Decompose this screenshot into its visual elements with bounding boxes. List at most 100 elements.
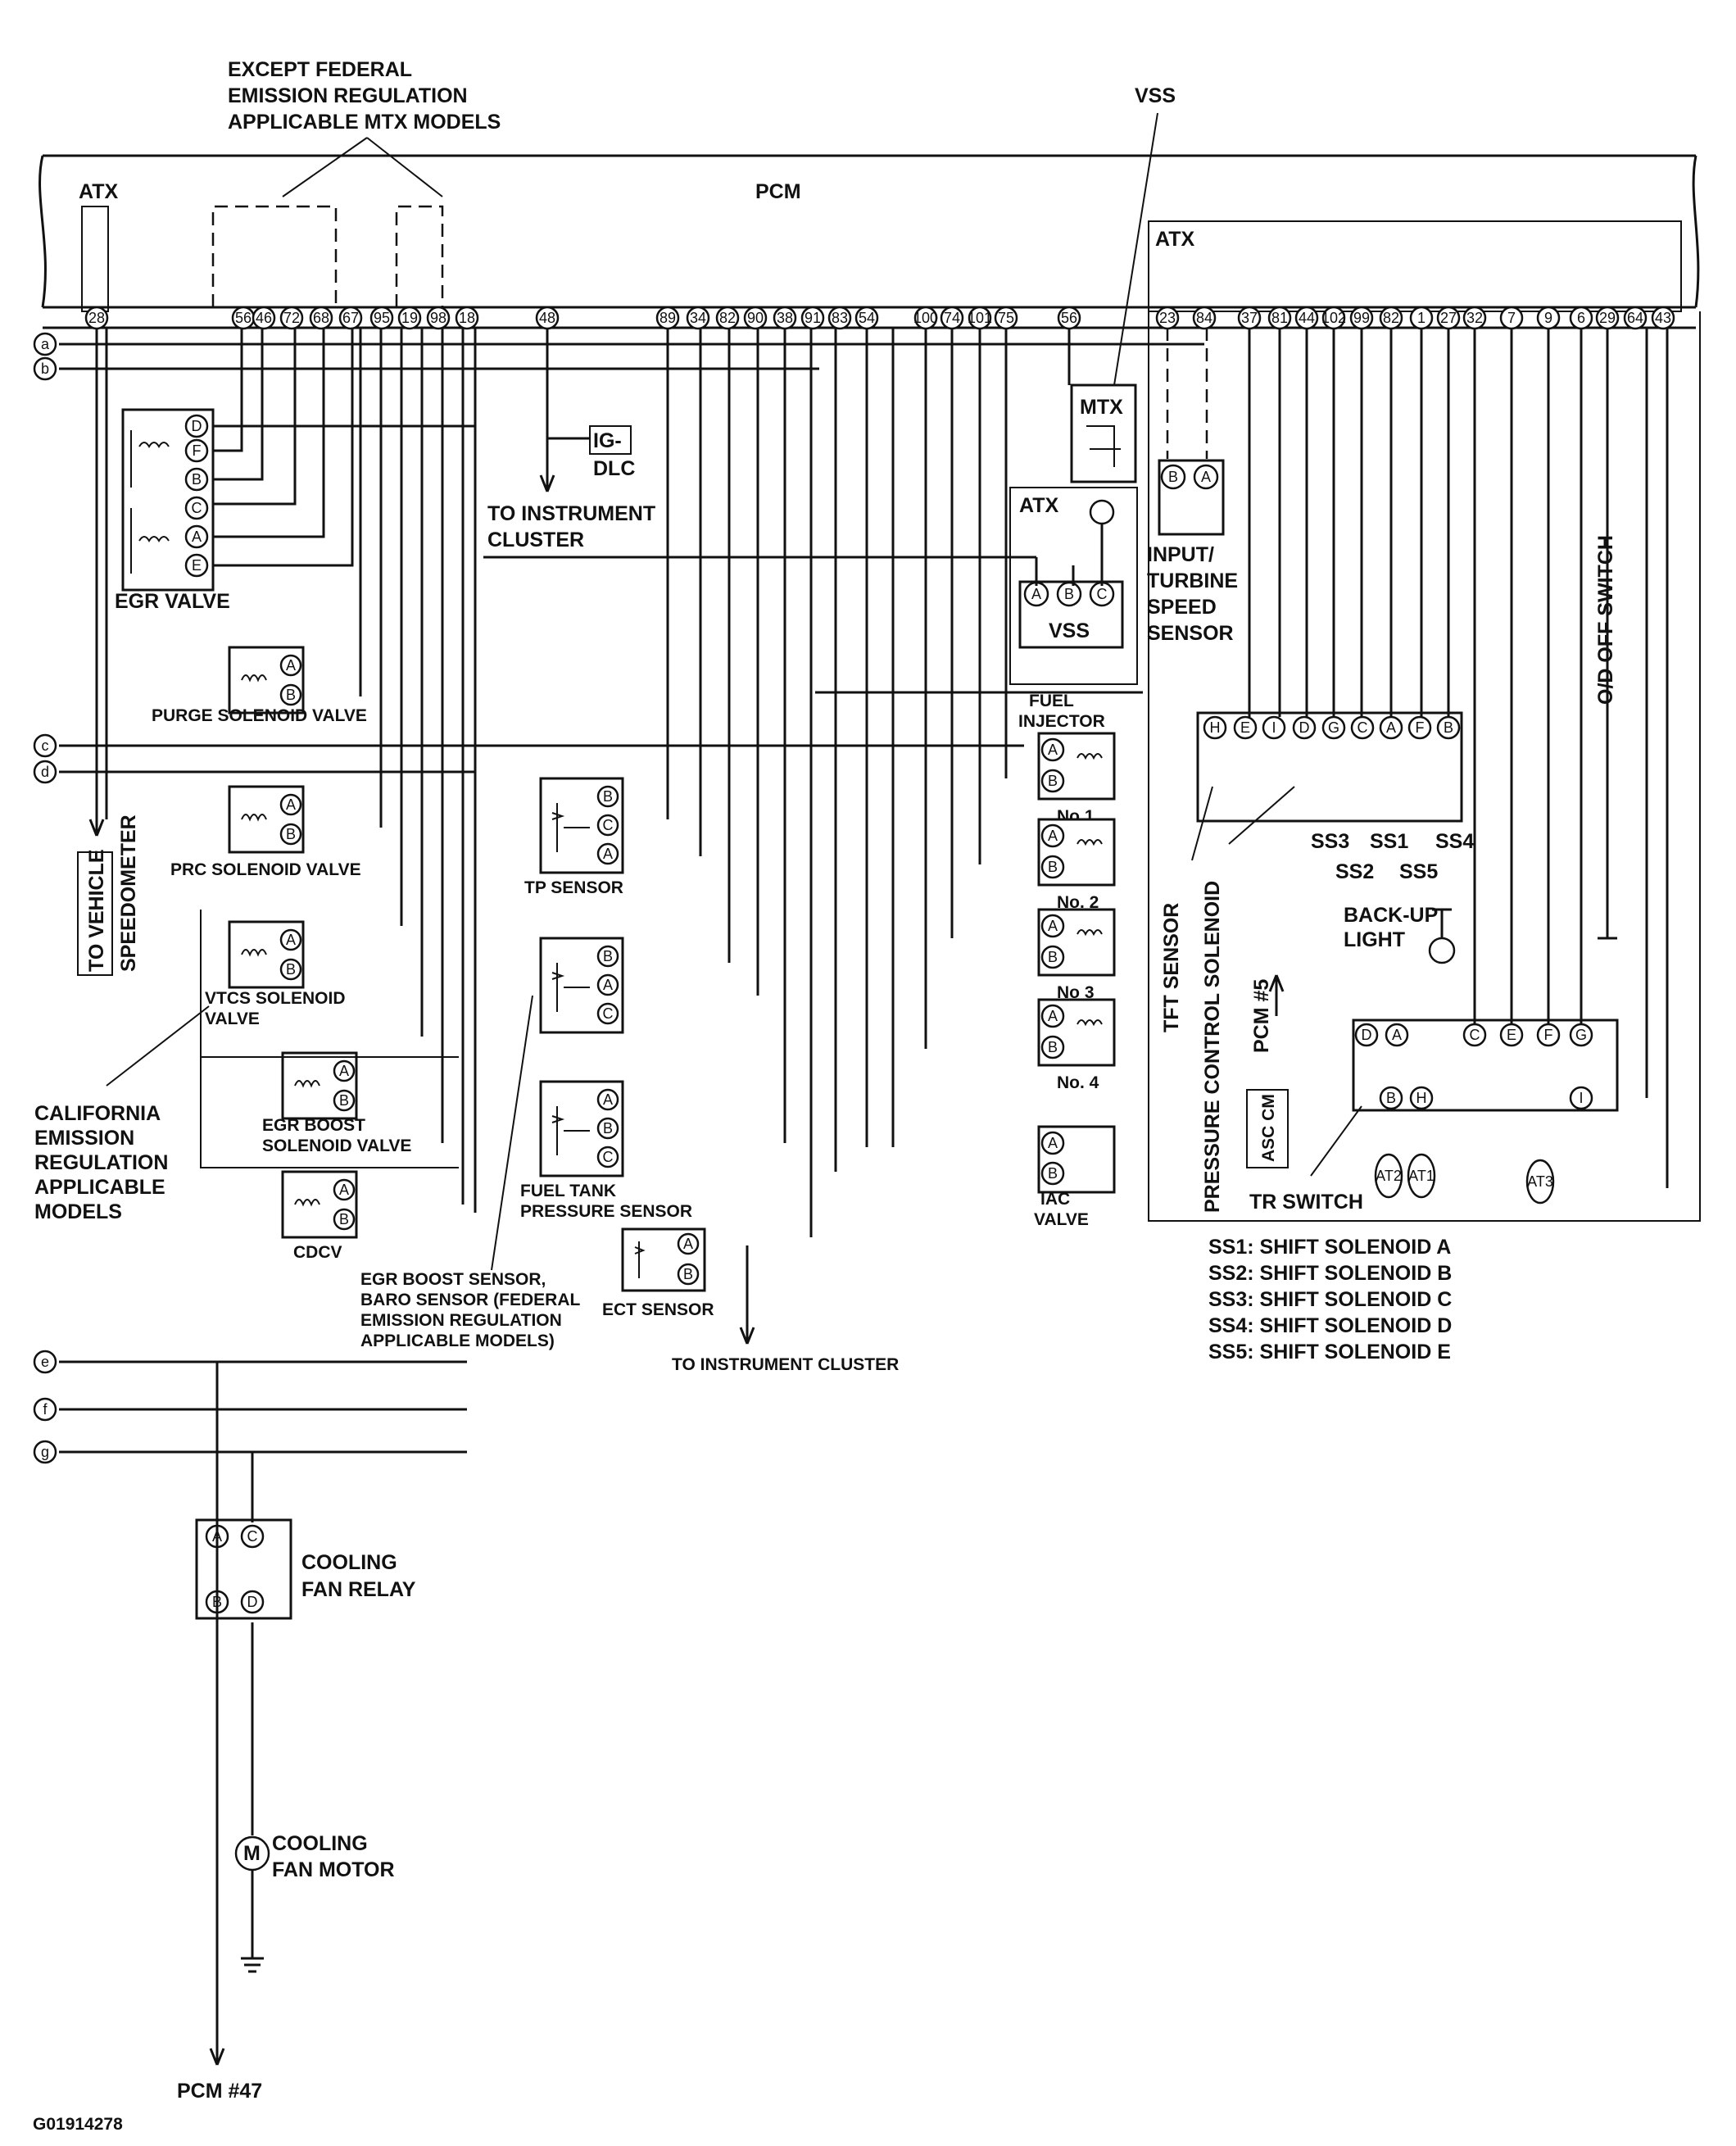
- purge-label: PURGE SOLENOID VALVE: [152, 706, 367, 725]
- svg-text:A: A: [286, 932, 296, 948]
- svg-text:99: 99: [1353, 310, 1370, 326]
- pcm-pin: 37: [1237, 306, 1262, 330]
- egr-boost-sensor: BAC: [539, 937, 624, 1034]
- svg-text:C: C: [603, 1005, 614, 1022]
- atx-left-frame: ATX: [79, 180, 118, 312]
- svg-text:C: C: [247, 1528, 258, 1545]
- svg-text:91: 91: [805, 310, 821, 326]
- svg-text:DLC: DLC: [593, 457, 635, 480]
- pin: B: [279, 823, 302, 846]
- od-off-switch-label: O/D OFF SWITCH: [1594, 535, 1617, 705]
- svg-text:A: A: [1392, 1027, 1402, 1043]
- pin: A: [596, 1088, 619, 1111]
- svg-text:B: B: [1048, 1165, 1058, 1182]
- pcm-pin: 7: [1499, 306, 1524, 330]
- vss-top-label: VSS: [1135, 84, 1176, 107]
- pin: H: [1409, 1086, 1434, 1110]
- tft-pointers: [1191, 786, 1295, 861]
- svg-text:C: C: [603, 817, 614, 833]
- ss-label: SS5: [1399, 860, 1438, 883]
- bus-tag: b: [33, 356, 57, 381]
- bus-tag: c: [33, 733, 57, 758]
- except-federal-pointer: [282, 137, 443, 197]
- svg-text:COOLING: COOLING: [301, 1551, 397, 1574]
- svg-text:72: 72: [283, 310, 300, 326]
- mtx-box: MTX: [1070, 383, 1137, 483]
- svg-text:FUEL TANK: FUEL TANK: [520, 1182, 616, 1200]
- pcm-pin: 75: [994, 306, 1018, 330]
- svg-text:MTX: MTX: [1080, 396, 1123, 419]
- svg-text:EMISSION: EMISSION: [34, 1127, 134, 1150]
- svg-text:37: 37: [1241, 310, 1258, 326]
- svg-text:G: G: [1328, 719, 1339, 736]
- svg-text:82: 82: [719, 310, 736, 326]
- pcm-pin: 23: [1155, 306, 1180, 330]
- iac-valve: AB: [1037, 1125, 1116, 1194]
- prc-solenoid-valve: AB: [228, 785, 305, 854]
- pin: B: [596, 785, 619, 808]
- svg-text:23: 23: [1159, 310, 1176, 326]
- pin: I: [1569, 1086, 1593, 1110]
- svg-text:B: B: [1064, 586, 1074, 602]
- svg-text:APPLICABLE MTX MODELS: APPLICABLE MTX MODELS: [228, 111, 501, 134]
- pin: A: [1040, 1004, 1065, 1028]
- relay-pin: C: [240, 1524, 265, 1549]
- pcm-pin: 90: [743, 306, 768, 330]
- cdcv: AB: [281, 1170, 358, 1239]
- svg-text:75: 75: [998, 310, 1014, 326]
- svg-text:E: E: [1240, 719, 1250, 736]
- pin: C: [1350, 715, 1375, 740]
- pin: B: [279, 958, 302, 981]
- svg-text:C: C: [1358, 719, 1368, 736]
- svg-text:F: F: [193, 442, 202, 459]
- svg-text:A: A: [1048, 828, 1058, 844]
- svg-text:C: C: [1097, 586, 1108, 602]
- egr-wires: [213, 328, 354, 567]
- vss-atx-frame: ATX: [1009, 487, 1138, 685]
- svg-text:PRC SOLENOID VALVE: PRC SOLENOID VALVE: [170, 860, 361, 879]
- svg-text:FAN RELAY: FAN RELAY: [301, 1578, 416, 1601]
- pin: A: [333, 1059, 356, 1082]
- pin: A: [677, 1232, 700, 1255]
- pcm-pin: 95: [369, 306, 394, 330]
- pin: B: [596, 945, 619, 968]
- fuel-tank-label: FUEL TANK PRESSURE SENSOR: [520, 1182, 692, 1221]
- svg-text:BACK-UP: BACK-UP: [1344, 904, 1438, 927]
- pcm-pin: 101: [968, 306, 992, 330]
- vss-pointer: [1113, 112, 1158, 386]
- egr-pin: B: [184, 467, 209, 492]
- input-turbine-sensor: INPUT/ TURBINE SPEED SENSOR: [1147, 459, 1238, 645]
- svg-text:EMISSION REGULATION: EMISSION REGULATION: [228, 84, 468, 107]
- to-instrument-cluster-2: TO INSTRUMENT CLUSTER: [672, 1355, 899, 1374]
- pcm-pin: 91: [800, 306, 825, 330]
- svg-text:ATX: ATX: [1019, 494, 1058, 517]
- svg-text:1: 1: [1417, 310, 1426, 326]
- svg-text:AT1: AT1: [1408, 1168, 1435, 1184]
- pin: A: [1040, 1131, 1065, 1155]
- svg-text:68: 68: [313, 310, 329, 326]
- pcm-pin: 44: [1294, 306, 1319, 330]
- egr-boost-sensor-pointer: [491, 995, 533, 1271]
- svg-text:AT3: AT3: [1527, 1173, 1553, 1190]
- pin: A: [279, 793, 302, 816]
- pcm-pin: 68: [309, 306, 333, 330]
- pin: A: [1040, 914, 1065, 938]
- pcm-pin: 82: [715, 306, 740, 330]
- pin: B: [279, 683, 302, 706]
- svg-text:FAN MOTOR: FAN MOTOR: [272, 1858, 395, 1881]
- svg-text:32: 32: [1466, 310, 1483, 326]
- pcm-pin: 83: [827, 306, 852, 330]
- od-switch-wire: [1598, 328, 1617, 940]
- svg-text:VTCS SOLENOID: VTCS SOLENOID: [205, 989, 346, 1008]
- svg-text:C: C: [603, 1149, 614, 1165]
- pcm-pin: 19: [397, 306, 422, 330]
- ss-label: SS3: [1311, 830, 1349, 853]
- pin: E: [1499, 1023, 1524, 1047]
- pcm-pin: 99: [1349, 306, 1374, 330]
- pin: A: [1040, 823, 1065, 848]
- svg-text:A: A: [1048, 742, 1058, 758]
- svg-text:B: B: [286, 961, 296, 978]
